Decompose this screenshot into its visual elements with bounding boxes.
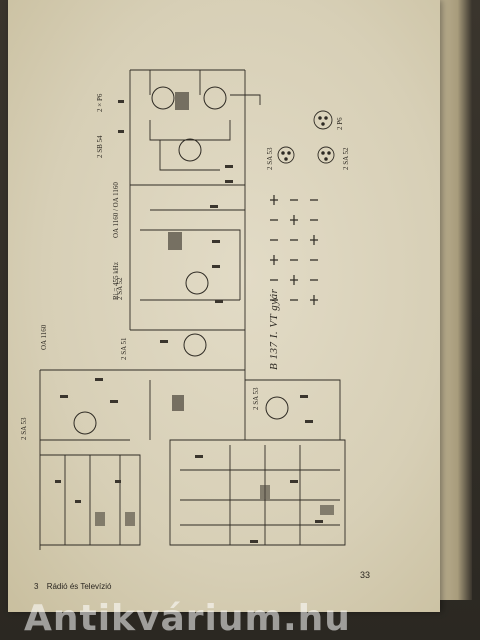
schematic-caption: B 137 I. VT gyár bbox=[268, 288, 280, 370]
coil-symbol bbox=[260, 485, 270, 499]
label-output-stage: 2 × P6 bbox=[96, 93, 104, 112]
watermark: Antikvárium.hu bbox=[24, 598, 351, 639]
page-edge bbox=[436, 0, 472, 600]
footer-left: 3 Rádió és Televízió bbox=[34, 582, 111, 591]
label-note: Ri = 455 kHz bbox=[112, 262, 120, 300]
magazine-page bbox=[8, 0, 440, 612]
label-top-right: 2 P6 bbox=[336, 117, 344, 130]
transistor-symbol bbox=[151, 86, 175, 110]
label-connector-b: 2 SA 52 bbox=[342, 147, 350, 170]
label-driver: 2 SB 54 bbox=[96, 135, 104, 158]
label-rf-stage-b: 2 SA 53 bbox=[20, 417, 28, 440]
component-marks bbox=[55, 100, 323, 543]
label-oscillator: 2 SA 53 bbox=[252, 387, 260, 410]
coil-symbol bbox=[320, 505, 334, 515]
switch-table bbox=[270, 195, 318, 305]
coil-symbol bbox=[168, 232, 182, 250]
page-number: 33 bbox=[360, 570, 371, 580]
transistor-symbols bbox=[73, 86, 289, 435]
transistor-symbol bbox=[178, 138, 202, 162]
label-detector: OA 1160 bbox=[40, 324, 48, 350]
coil-symbol bbox=[125, 512, 135, 526]
coil-symbol bbox=[172, 395, 184, 411]
magazine-title: Rádió és Televízió bbox=[46, 582, 112, 591]
transistor-symbol bbox=[265, 396, 289, 420]
schematic-wires bbox=[39, 69, 346, 550]
coil-symbol bbox=[95, 512, 105, 526]
coil-symbols bbox=[95, 92, 334, 526]
connector-diagrams bbox=[277, 110, 335, 164]
transistor-symbol bbox=[73, 411, 97, 435]
label-rf-stage-a: 2 SA 51 bbox=[120, 337, 128, 360]
section-number: 3 bbox=[34, 582, 39, 591]
label-diodes: OA 1160 / OA 1160 bbox=[112, 182, 120, 238]
transistor-symbol bbox=[203, 86, 227, 110]
transformer-symbol bbox=[175, 92, 189, 110]
transistor-symbol bbox=[185, 271, 209, 295]
transistor-symbol bbox=[183, 333, 207, 357]
label-connector-a: 2 SA 53 bbox=[266, 147, 274, 170]
